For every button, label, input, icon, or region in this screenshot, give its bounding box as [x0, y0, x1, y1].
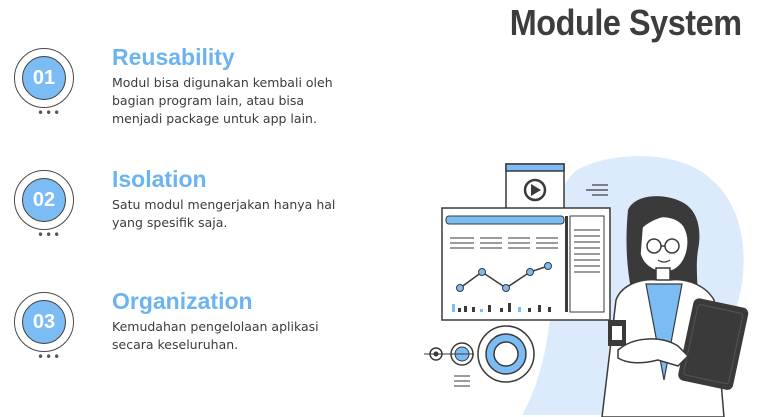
play-icon — [523, 178, 547, 202]
feature-item-isolation: 02 ••• Isolation Satu modul mengerjakan … — [14, 166, 354, 270]
dots-decoration: ••• — [37, 106, 62, 120]
feature-description: Modul bisa digunakan kembali oleh bagian… — [112, 75, 333, 126]
illustration-woman-with-tablet — [424, 156, 749, 417]
number-badge-label: 01 — [22, 56, 66, 100]
number-badge-label: 02 — [22, 178, 66, 222]
dots-decoration: ••• — [37, 350, 62, 364]
page-title: Module System — [510, 2, 742, 43]
feature-description: Kemudahan pengelolaan aplikasi secara ke… — [112, 319, 319, 352]
number-badge: 03 — [14, 292, 74, 352]
feature-item-reusability: 01 ••• Reusability Modul bisa digunakan … — [14, 44, 354, 148]
feature-item-organization: 03 ••• Organization Kemudahan pengelolaa… — [14, 288, 354, 392]
feature-title: Organization — [112, 288, 253, 314]
number-badge: 02 — [14, 170, 74, 230]
feature-title: Isolation — [112, 166, 207, 192]
feature-title: Reusability — [112, 44, 235, 70]
dots-decoration: ••• — [37, 228, 62, 242]
number-badge-label: 03 — [22, 300, 66, 344]
number-badge: 01 — [14, 48, 74, 108]
feature-description: Satu modul mengerjakan hanya hal yang sp… — [112, 197, 336, 230]
